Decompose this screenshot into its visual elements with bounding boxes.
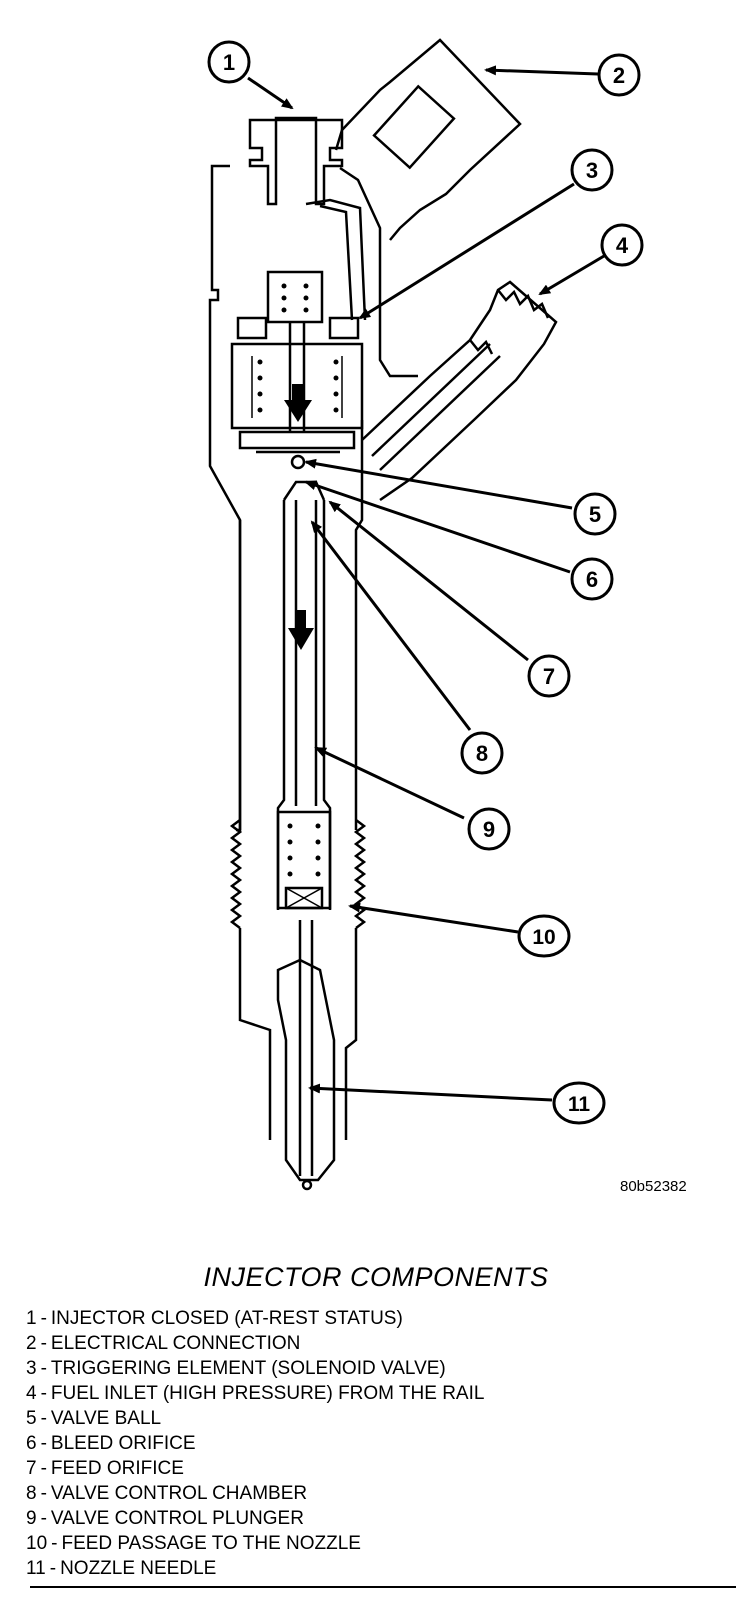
svg-text:11: 11 xyxy=(568,1093,591,1116)
legend-list: 1-INJECTOR CLOSED (AT-REST STATUS)2-ELEC… xyxy=(26,1306,484,1581)
legend-item: 3-TRIGGERING ELEMENT (SOLENOID VALVE) xyxy=(26,1356,484,1381)
legend-separator: - xyxy=(40,1308,47,1329)
legend-separator: - xyxy=(40,1458,47,1479)
bottom-divider xyxy=(30,1586,736,1588)
svg-text:4: 4 xyxy=(616,233,629,258)
legend-number: 3 xyxy=(26,1358,37,1379)
electrical-connector xyxy=(334,38,522,241)
legend-number: 8 xyxy=(26,1483,37,1504)
legend-text: VALVE CONTROL CHAMBER xyxy=(50,1483,308,1504)
svg-text:1: 1 xyxy=(223,50,235,75)
flow-arrow-lower xyxy=(288,610,314,650)
legend-text: FUEL INLET (HIGH PRESSURE) FROM THE RAIL xyxy=(50,1383,485,1404)
legend-separator: - xyxy=(40,1333,47,1354)
legend-number: 10 xyxy=(26,1533,48,1554)
legend-text: VALVE BALL xyxy=(50,1408,162,1429)
callout-3: 3 xyxy=(570,148,614,192)
fuel-inlet-fitting xyxy=(361,280,558,502)
leader-lines xyxy=(247,65,605,1102)
legend-item: 11-NOZZLE NEEDLE xyxy=(26,1556,484,1581)
legend-text: BLEED ORIFICE xyxy=(50,1433,196,1454)
legend-separator: - xyxy=(40,1408,47,1429)
legend-item: 6-BLEED ORIFICE xyxy=(26,1431,484,1456)
callout-4: 4 xyxy=(600,223,644,267)
callout-8: 8 xyxy=(460,731,504,775)
legend-item: 2-ELECTRICAL CONNECTION xyxy=(26,1331,484,1356)
callout-6: 6 xyxy=(570,557,614,601)
legend-number: 7 xyxy=(26,1458,37,1479)
legend-separator: - xyxy=(40,1358,47,1379)
svg-text:2: 2 xyxy=(613,63,625,88)
legend-number: 9 xyxy=(26,1508,37,1529)
legend-item: 4-FUEL INLET (HIGH PRESSURE) FROM THE RA… xyxy=(26,1381,484,1406)
legend-separator: - xyxy=(51,1533,58,1554)
legend-text: NOZZLE NEEDLE xyxy=(60,1558,217,1579)
callout-2: 2 xyxy=(597,53,641,97)
svg-text:10: 10 xyxy=(532,926,555,949)
svg-text:3: 3 xyxy=(586,158,598,183)
callout-9: 9 xyxy=(467,807,511,851)
flow-arrow-upper xyxy=(284,384,312,422)
diagram-caption: INJECTOR COMPONENTS xyxy=(203,1262,549,1292)
callout-1: 1 xyxy=(207,40,251,84)
legend-item: 1-INJECTOR CLOSED (AT-REST STATUS) xyxy=(26,1306,484,1331)
callout-5: 5 xyxy=(573,492,617,536)
legend-separator: - xyxy=(40,1508,47,1529)
legend-separator: - xyxy=(49,1558,57,1579)
legend-text: VALVE CONTROL PLUNGER xyxy=(50,1508,304,1529)
callout-11: 11 xyxy=(552,1081,606,1125)
svg-text:6: 6 xyxy=(586,567,598,592)
svg-text:9: 9 xyxy=(483,817,495,842)
callout-7: 7 xyxy=(527,654,571,698)
callout-10: 10 xyxy=(517,914,571,958)
figure-code: 80b52382 xyxy=(620,1178,687,1195)
legend-text: FEED PASSAGE TO THE NOZZLE xyxy=(61,1533,361,1554)
legend-item: 10-FEED PASSAGE TO THE NOZZLE xyxy=(26,1531,484,1556)
svg-text:5: 5 xyxy=(589,502,601,527)
legend-number: 2 xyxy=(26,1333,37,1354)
legend-text: INJECTOR CLOSED (AT-REST STATUS) xyxy=(50,1308,403,1329)
legend-item: 7-FEED ORIFICE xyxy=(26,1456,484,1481)
injector-diagram: 1 2 3 4 5 6 7 8 9 10 11 xyxy=(207,38,644,1191)
legend-number: 11 xyxy=(26,1558,46,1579)
injector-body xyxy=(208,116,418,1191)
legend-number: 4 xyxy=(26,1383,37,1404)
legend-separator: - xyxy=(40,1433,47,1454)
legend-text: ELECTRICAL CONNECTION xyxy=(50,1333,301,1354)
svg-text:7: 7 xyxy=(543,664,555,689)
legend-item: 8-VALVE CONTROL CHAMBER xyxy=(26,1481,484,1506)
spring-coils xyxy=(257,283,339,877)
legend-separator: - xyxy=(40,1383,47,1404)
legend-text: TRIGGERING ELEMENT (SOLENOID VALVE) xyxy=(50,1358,446,1379)
legend-item: 5-VALVE BALL xyxy=(26,1406,484,1431)
legend-text: FEED ORIFICE xyxy=(50,1458,184,1479)
legend-separator: - xyxy=(40,1483,47,1504)
svg-text:8: 8 xyxy=(476,741,488,766)
legend-number: 1 xyxy=(26,1308,37,1329)
legend-number: 6 xyxy=(26,1433,37,1454)
legend-item: 9-VALVE CONTROL PLUNGER xyxy=(26,1506,484,1531)
legend-number: 5 xyxy=(26,1408,37,1429)
